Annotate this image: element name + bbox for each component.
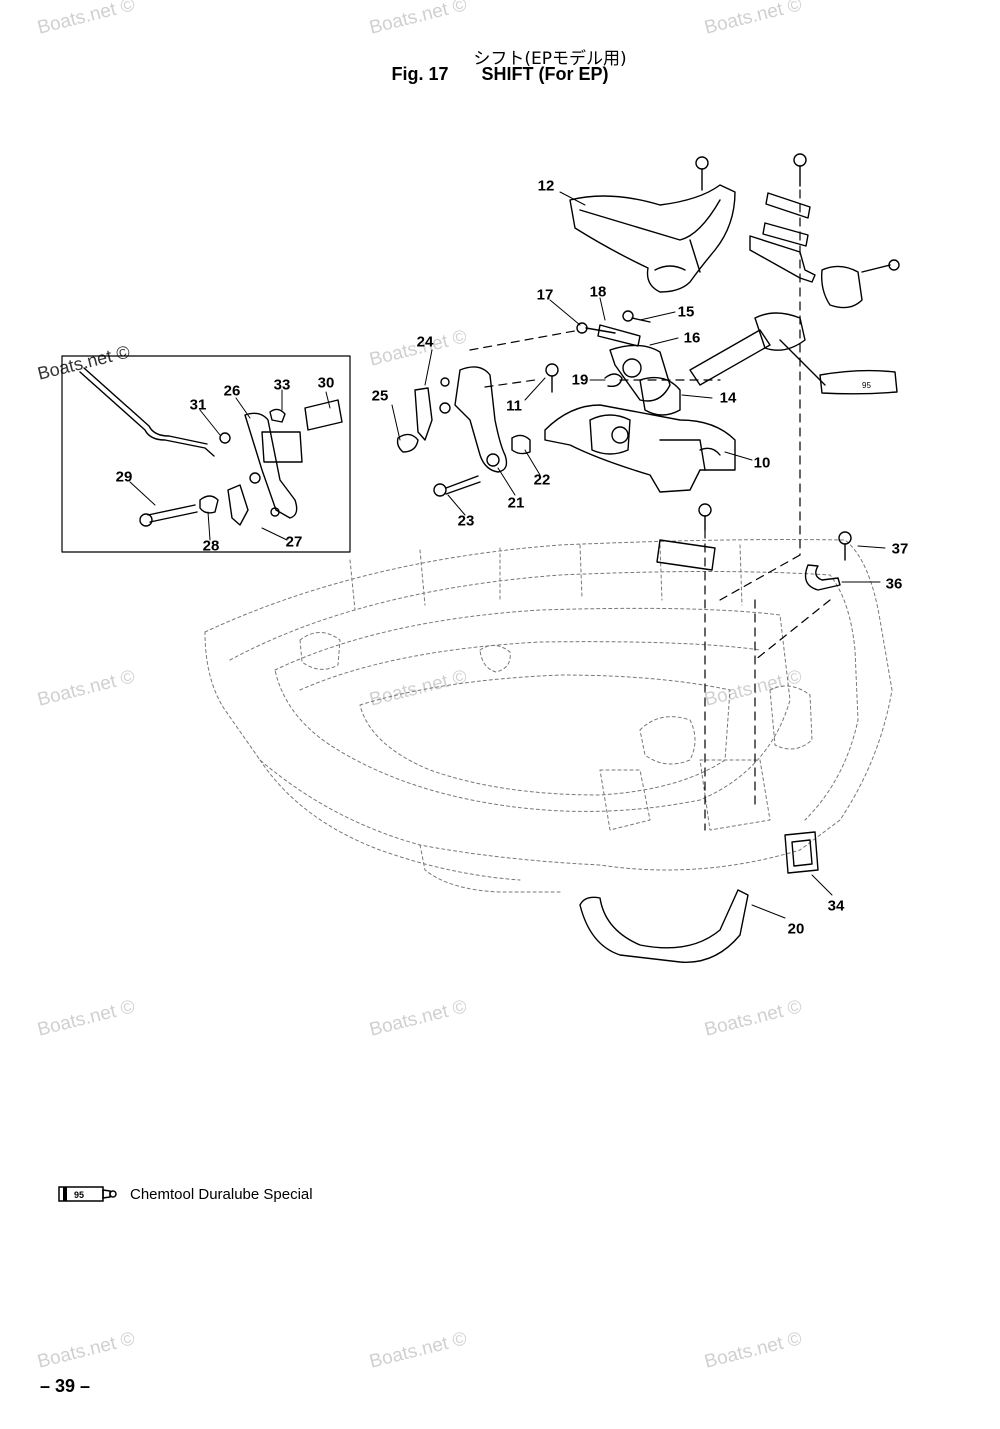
legend-tube-code: 95: [74, 1190, 84, 1200]
callout-22: 22: [533, 471, 551, 489]
inset-box: [61, 355, 351, 553]
part-14-shift-shaft: 95: [689, 312, 898, 395]
callout-19: 19: [571, 371, 589, 389]
part-34-grommet: [784, 831, 819, 874]
callout-36: 36: [885, 575, 903, 593]
page-number: – 39 –: [40, 1376, 91, 1396]
part-25-cap: [396, 433, 419, 453]
callout-37: 37: [891, 540, 909, 558]
tube-code: 95: [862, 381, 871, 390]
callout-27: 27: [285, 533, 303, 551]
assembly-lines: [469, 189, 831, 831]
part-36-clamp: [804, 564, 841, 591]
callout-20: 20: [787, 920, 805, 938]
bolt-under-bracket: [698, 503, 712, 531]
part-22-collar: [511, 434, 531, 455]
callout-17: 17: [536, 286, 554, 304]
callout-29: 29: [115, 468, 133, 486]
callout-11: 11: [506, 397, 522, 415]
part-19-clip: [604, 373, 623, 388]
bolt-top-right: [793, 153, 807, 187]
legend-text: Chemtool Duralube Special: [130, 1185, 313, 1203]
callout-23: 23: [457, 512, 475, 530]
callout-26: 26: [223, 382, 241, 400]
figure-title-text: SHIFT (For EP): [481, 64, 609, 84]
callout-21: 21: [507, 494, 525, 512]
part-10-bracket: [544, 404, 736, 493]
part-20-seal: [579, 889, 749, 963]
bolt-top-left: [695, 156, 709, 191]
callout-15: 15: [677, 303, 695, 321]
lower-cowling-ghost: [204, 539, 893, 893]
callout-12: 12: [537, 177, 555, 195]
callout-14: 14: [719, 389, 737, 407]
callout-33: 33: [273, 376, 291, 394]
callout-30: 30: [317, 374, 335, 392]
part-16-17-18-links: [576, 310, 681, 416]
figure-title: Fig. 17 SHIFT (For EP): [0, 64, 1000, 85]
title-japanese: シフト(EPモデル用): [473, 49, 627, 69]
part-12-shift-cover: [569, 184, 736, 293]
callout-25: 25: [371, 387, 389, 405]
figure-number: Fig. 17: [391, 64, 449, 84]
part-11-bolt: [545, 363, 559, 393]
callout-28: 28: [202, 537, 220, 555]
part-23-bolt: [433, 475, 481, 497]
callout-24: 24: [416, 333, 434, 351]
callout-10: 10: [753, 454, 771, 472]
grease-tube-icon: 95: [58, 1186, 117, 1202]
plate-under-bracket: [656, 539, 716, 571]
part-24-detent: [414, 387, 433, 441]
callout-31: 31: [189, 396, 207, 414]
part-21-lever: [439, 366, 508, 473]
legend: 95 Chemtool Duralube Special: [58, 1184, 313, 1204]
callout-34: 34: [827, 897, 845, 915]
callout-16: 16: [683, 329, 701, 347]
leader-lines: [129, 191, 886, 919]
callout-18: 18: [589, 283, 607, 301]
inset-shift-rod-and-lever: [79, 367, 343, 527]
part-37-bolt: [838, 531, 852, 561]
plates-top-right: [749, 192, 900, 309]
